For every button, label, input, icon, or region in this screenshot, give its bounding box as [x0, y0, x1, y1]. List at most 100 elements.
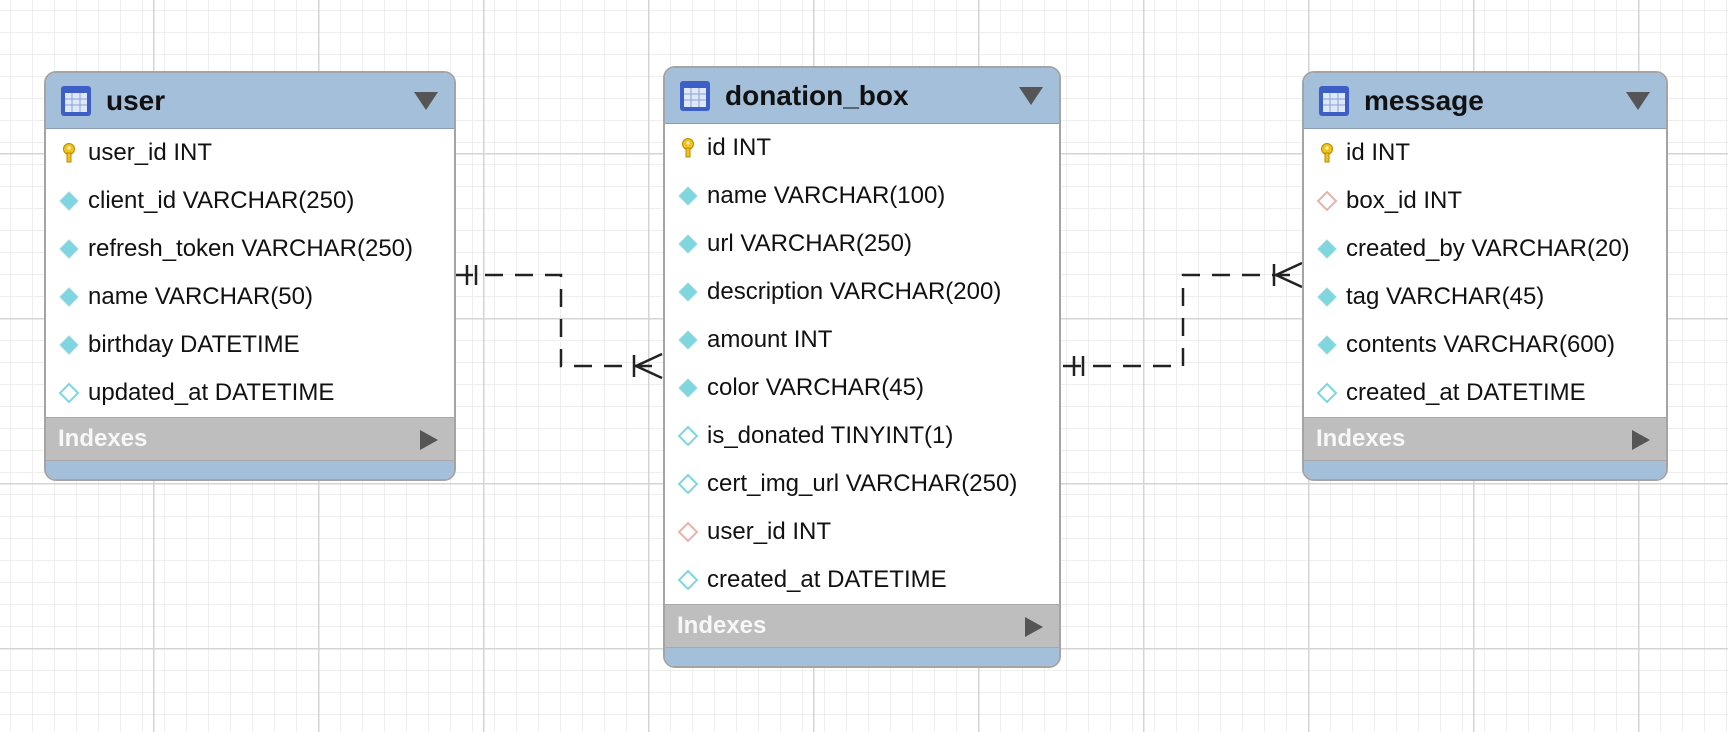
table-icon	[61, 85, 91, 116]
column-row[interactable]: user_id INT	[665, 508, 1059, 556]
column-label: box_id INT	[1346, 187, 1463, 214]
table-icon	[680, 80, 710, 111]
table-header[interactable]: message	[1304, 73, 1666, 129]
column-label: user_id INT	[707, 518, 832, 545]
table-donation-box[interactable]: donation_box id INT name VARCHAR(100) url …	[663, 66, 1061, 668]
column-row[interactable]: created_at DATETIME	[665, 556, 1059, 604]
not-null-diamond-icon	[678, 186, 698, 206]
expand-arrow-icon[interactable]	[1025, 617, 1043, 637]
column-label: is_donated TINYINT(1)	[707, 422, 954, 449]
table-header[interactable]: donation_box	[665, 68, 1059, 124]
column-label: updated_at DATETIME	[88, 379, 335, 406]
column-label: client_id VARCHAR(250)	[88, 187, 355, 214]
column-row[interactable]: box_id INT	[1304, 177, 1666, 225]
indexes-label: Indexes	[1316, 425, 1406, 452]
table-footer	[1304, 461, 1666, 479]
table-title: user	[106, 84, 166, 116]
table-title: donation_box	[725, 79, 909, 111]
not-null-diamond-icon	[59, 335, 79, 355]
foreign-key-diamond-icon	[1316, 190, 1338, 212]
column-row[interactable]: created_by VARCHAR(20)	[1304, 225, 1666, 273]
column-label: tag VARCHAR(45)	[1346, 283, 1545, 310]
indexes-section[interactable]: Indexes	[1304, 417, 1666, 461]
table-header[interactable]: user	[46, 73, 454, 129]
primary-key-icon	[63, 143, 75, 163]
column-label: id INT	[707, 134, 772, 161]
column-label: name VARCHAR(100)	[707, 182, 946, 209]
column-list: user_id INT client_id VARCHAR(250) refresh…	[46, 129, 454, 417]
table-message[interactable]: message id INT box_id INT created_by VARCH…	[1302, 71, 1668, 481]
many-mandatory-marker-message	[1272, 261, 1303, 289]
column-label: created_at DATETIME	[707, 566, 947, 593]
not-null-diamond-icon	[59, 287, 79, 307]
collapse-triangle-icon[interactable]	[414, 92, 438, 110]
column-row[interactable]: user_id INT	[46, 129, 454, 177]
table-footer	[665, 648, 1059, 666]
not-null-diamond-icon	[1317, 239, 1337, 259]
column-row[interactable]: url VARCHAR(250)	[665, 220, 1059, 268]
column-row[interactable]: contents VARCHAR(600)	[1304, 321, 1666, 369]
not-null-diamond-icon	[1317, 335, 1337, 355]
foreign-key-diamond-icon	[677, 521, 699, 543]
table-footer	[46, 461, 454, 479]
not-null-diamond-icon	[678, 234, 698, 254]
column-row[interactable]: is_donated TINYINT(1)	[665, 412, 1059, 460]
column-row[interactable]: created_at DATETIME	[1304, 369, 1666, 417]
column-row[interactable]: description VARCHAR(200)	[665, 268, 1059, 316]
column-list: id INT name VARCHAR(100) url VARCHAR(250) d…	[665, 124, 1059, 604]
column-row[interactable]: tag VARCHAR(45)	[1304, 273, 1666, 321]
column-row[interactable]: birthday DATETIME	[46, 321, 454, 369]
one-mandatory-marker-user	[465, 265, 478, 285]
column-list: id INT box_id INT created_by VARCHAR(20) ta…	[1304, 129, 1666, 417]
column-row[interactable]: amount INT	[665, 316, 1059, 364]
indexes-section[interactable]: Indexes	[46, 417, 454, 461]
column-row[interactable]: refresh_token VARCHAR(250)	[46, 225, 454, 273]
column-label: created_at DATETIME	[1346, 379, 1586, 406]
primary-key-icon	[1321, 143, 1333, 163]
one-mandatory-marker-donation-box	[1072, 356, 1085, 376]
column-label: amount INT	[707, 326, 833, 353]
table-icon	[1319, 85, 1349, 116]
column-label: user_id INT	[88, 139, 213, 166]
collapse-triangle-icon[interactable]	[1626, 92, 1650, 110]
not-null-diamond-icon	[678, 330, 698, 350]
table-title: message	[1364, 84, 1484, 116]
column-label: description VARCHAR(200)	[707, 278, 1002, 305]
not-null-diamond-icon	[1317, 287, 1337, 307]
column-label: created_by VARCHAR(20)	[1346, 235, 1630, 262]
relationship-user-donation-box[interactable]	[455, 273, 660, 368]
column-row[interactable]: cert_img_url VARCHAR(250)	[665, 460, 1059, 508]
column-label: refresh_token VARCHAR(250)	[88, 235, 414, 262]
column-row[interactable]: name VARCHAR(100)	[665, 172, 1059, 220]
nullable-diamond-icon	[58, 382, 80, 404]
indexes-section[interactable]: Indexes	[665, 604, 1059, 648]
expand-arrow-icon[interactable]	[1632, 430, 1650, 450]
many-mandatory-marker-donation-box	[632, 352, 663, 380]
not-null-diamond-icon	[678, 378, 698, 398]
column-label: cert_img_url VARCHAR(250)	[707, 470, 1018, 497]
column-row[interactable]: id INT	[665, 124, 1059, 172]
column-row[interactable]: client_id VARCHAR(250)	[46, 177, 454, 225]
table-user[interactable]: user user_id INT client_id VARCHAR(250) re…	[44, 71, 456, 481]
nullable-diamond-icon	[677, 569, 699, 591]
not-null-diamond-icon	[59, 191, 79, 211]
nullable-diamond-icon	[677, 425, 699, 447]
column-label: contents VARCHAR(600)	[1346, 331, 1615, 358]
indexes-label: Indexes	[677, 612, 767, 639]
not-null-diamond-icon	[678, 282, 698, 302]
column-label: id INT	[1346, 139, 1411, 166]
nullable-diamond-icon	[1316, 382, 1338, 404]
column-row[interactable]: updated_at DATETIME	[46, 369, 454, 417]
relationship-donation-box-message[interactable]	[1063, 273, 1300, 368]
indexes-label: Indexes	[58, 425, 148, 452]
column-row[interactable]: id INT	[1304, 129, 1666, 177]
column-row[interactable]: name VARCHAR(50)	[46, 273, 454, 321]
column-row[interactable]: color VARCHAR(45)	[665, 364, 1059, 412]
primary-key-icon	[682, 138, 694, 158]
column-label: color VARCHAR(45)	[707, 374, 924, 401]
column-label: birthday DATETIME	[88, 331, 300, 358]
column-label: url VARCHAR(250)	[707, 230, 912, 257]
collapse-triangle-icon[interactable]	[1019, 87, 1043, 105]
expand-arrow-icon[interactable]	[420, 430, 438, 450]
